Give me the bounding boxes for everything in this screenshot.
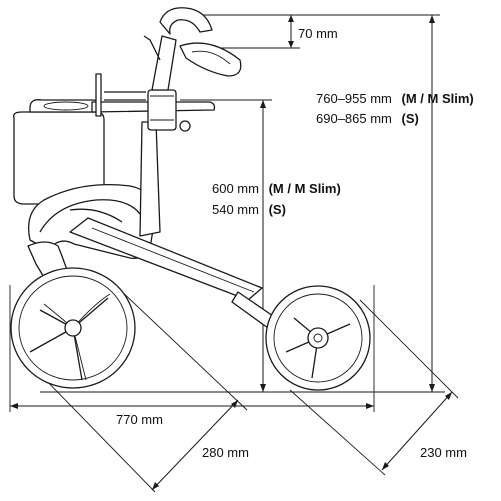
front-wheel (265, 285, 371, 391)
front-width-dimension-line (381, 391, 453, 471)
total-height-s-value: 690–865 mm (316, 111, 392, 126)
total-height-m-label: 760–955 mm (M / M Slim) (316, 91, 474, 106)
front-width-extension-top (359, 299, 459, 399)
total-height-s-variant: (S) (402, 111, 419, 126)
rollator (10, 7, 371, 391)
grip-height-label: 70 mm (298, 26, 338, 41)
rear-width-extension-bottom (37, 371, 156, 493)
front-width-label: 230 mm (420, 445, 467, 460)
rear-width-extension-top (117, 287, 248, 411)
total-height-m-variant: (M / M Slim) (402, 91, 474, 106)
front-wheel-hub (307, 327, 329, 349)
rear-wheel-hub (64, 319, 82, 337)
total-height-m-value: 760–955 mm (316, 91, 392, 106)
seat-height-m-variant: (M / M Slim) (269, 181, 341, 196)
adjust-knob[interactable] (179, 120, 191, 132)
rear-width-dimension-line (151, 399, 239, 491)
seat-height-s-variant: (S) (269, 202, 286, 217)
seat-height-m-value: 600 mm (212, 181, 259, 196)
rear-width-label: 280 mm (202, 445, 249, 460)
seat-height-s-value: 540 mm (212, 202, 259, 217)
dimension-lines (9, 14, 459, 493)
handle-post (151, 35, 177, 91)
total-height-s-label: 690–865 mm (S) (316, 111, 419, 126)
rear-wheel (10, 267, 136, 389)
dimension-labels: 70 mm 760–955 mm (M / M Slim) 690–865 mm… (116, 26, 474, 460)
front-width-extension-bottom (289, 389, 386, 476)
seat-height-m-label: 600 mm (M / M Slim) (212, 181, 341, 196)
seat-post (95, 73, 102, 117)
seat-height-s-label: 540 mm (S) (212, 202, 286, 217)
length-label: 770 mm (116, 412, 163, 427)
handle-grip (159, 7, 213, 35)
mast (139, 121, 161, 237)
